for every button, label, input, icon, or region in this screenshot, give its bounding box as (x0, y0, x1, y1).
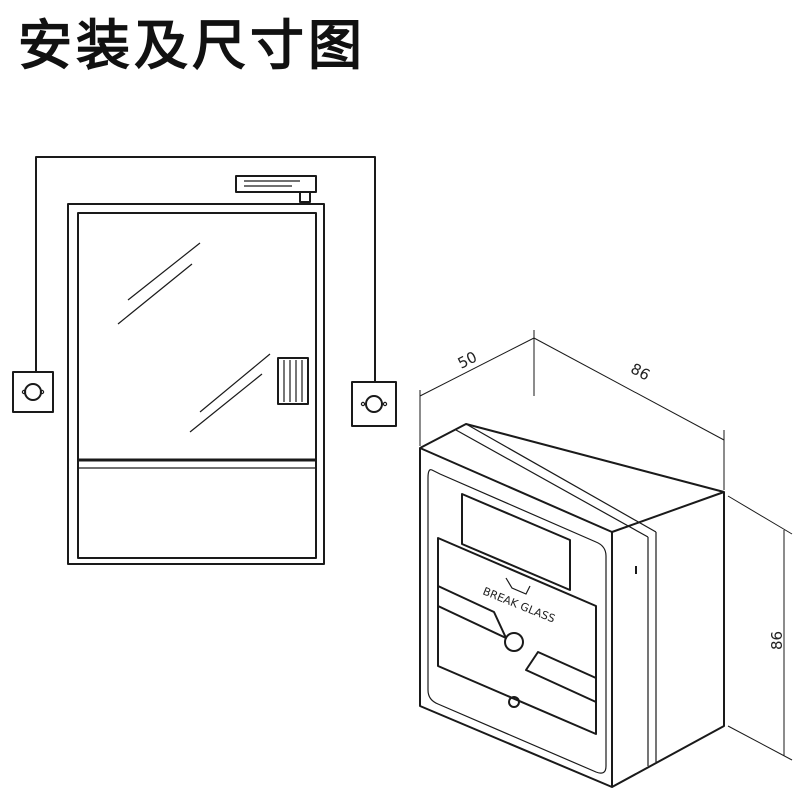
glass-panel (437, 537, 597, 735)
page-title: 安装及尺寸图 (18, 13, 366, 77)
center-button (504, 632, 524, 652)
dimension-height: 86 (727, 495, 793, 761)
door-glass-panel (77, 212, 317, 559)
unit-body (419, 423, 725, 788)
dimension-width-label: 86 (628, 360, 653, 385)
dimension-height-label: 86 (768, 631, 786, 650)
reset-keyhole (508, 696, 520, 708)
groove-left (437, 585, 507, 639)
wiring-line (35, 156, 376, 382)
unit-front-frame (427, 469, 607, 774)
break-glass-unit: BREAK GLASS (419, 423, 725, 788)
glass-reflection (117, 242, 271, 433)
groove-right (525, 651, 597, 703)
door-handle (277, 357, 309, 405)
exit-button-left (12, 371, 54, 413)
dimension-depth: 50 (419, 330, 535, 446)
dimension-depth-label: 50 (455, 348, 480, 373)
indicator-window (461, 493, 571, 591)
door-frame (67, 203, 325, 565)
unit-top-edge (419, 447, 725, 533)
door-installation-drawing (12, 156, 397, 565)
magnetic-lock (235, 175, 317, 203)
exit-button-right (351, 381, 397, 427)
